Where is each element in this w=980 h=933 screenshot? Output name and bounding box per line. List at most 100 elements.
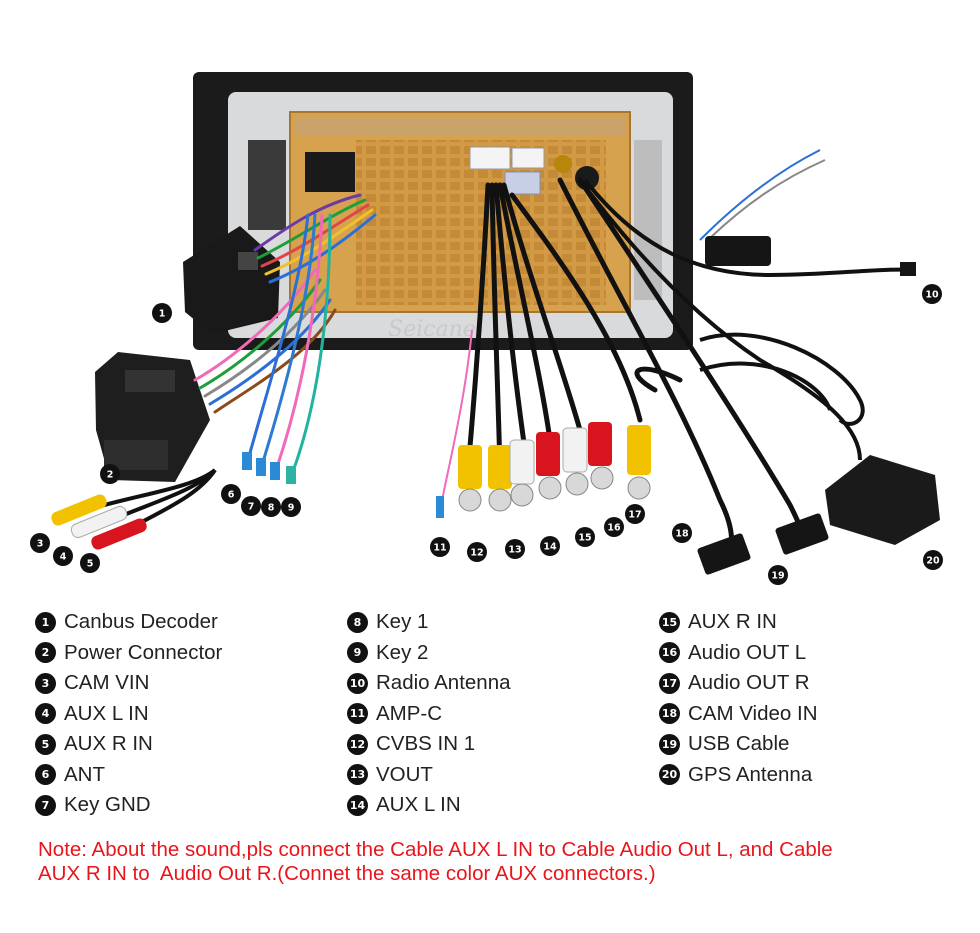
badge-11: 11 bbox=[430, 537, 450, 557]
badge-3: 3 bbox=[30, 533, 50, 553]
legend-label: CAM Video IN bbox=[688, 701, 818, 725]
legend-label: Audio OUT R bbox=[688, 671, 810, 695]
legend-label: Audio OUT L bbox=[688, 640, 807, 664]
legend-number: 4 bbox=[35, 703, 56, 725]
badge-2: 2 bbox=[100, 464, 120, 484]
legend-label: USB Cable bbox=[688, 732, 790, 756]
svg-text:20: 20 bbox=[926, 556, 940, 567]
badge-9: 9 bbox=[281, 497, 301, 517]
usb-cable bbox=[697, 513, 829, 575]
legend-label: AUX R IN bbox=[64, 732, 153, 756]
svg-text:1: 1 bbox=[159, 309, 166, 320]
badge-5: 5 bbox=[80, 553, 100, 573]
legend-item: 20 GPS Antenna bbox=[659, 760, 818, 791]
legend-number: 10 bbox=[347, 672, 368, 694]
svg-text:5: 5 bbox=[87, 559, 94, 570]
badge-20: 20 bbox=[923, 550, 943, 570]
svg-text:19: 19 bbox=[771, 571, 784, 582]
badge-4: 4 bbox=[53, 546, 73, 566]
legend-number: 15 bbox=[659, 611, 680, 633]
svg-text:7: 7 bbox=[248, 502, 255, 513]
badge-8: 8 bbox=[261, 497, 281, 517]
svg-text:16: 16 bbox=[607, 523, 621, 534]
legend-label: Radio Antenna bbox=[376, 671, 511, 695]
legend-number: 6 bbox=[35, 764, 56, 786]
legend-label: GPS Antenna bbox=[688, 762, 813, 786]
badge-19: 19 bbox=[768, 565, 788, 585]
canbus-decoder bbox=[183, 226, 280, 334]
legend-item: 18 CAM Video IN bbox=[659, 699, 818, 730]
legend-item: 17 Audio OUT R bbox=[659, 668, 818, 699]
badge-7: 7 bbox=[241, 496, 261, 516]
legend-item: 10 Radio Antenna bbox=[347, 668, 511, 699]
badge-13: 13 bbox=[505, 539, 525, 559]
legend-item: 9 Key 2 bbox=[347, 638, 511, 669]
rca-center bbox=[458, 422, 651, 512]
legend-number: 18 bbox=[659, 703, 680, 725]
legend-number: 3 bbox=[35, 672, 56, 694]
legend-label: AUX R IN bbox=[688, 610, 777, 634]
legend-item: 7 Key GND bbox=[35, 790, 222, 821]
svg-text:4: 4 bbox=[60, 552, 67, 563]
legend-number: 19 bbox=[659, 733, 680, 755]
badge-14: 14 bbox=[540, 536, 560, 556]
legend-label: ANT bbox=[64, 762, 105, 786]
badge-15: 15 bbox=[575, 527, 595, 547]
svg-text:10: 10 bbox=[925, 290, 939, 301]
badge-18: 18 bbox=[672, 523, 692, 543]
power-connector bbox=[95, 352, 210, 482]
legend-item: 8 Key 1 bbox=[347, 607, 511, 638]
svg-text:8: 8 bbox=[268, 503, 275, 514]
svg-text:11: 11 bbox=[433, 543, 446, 554]
legend-label: Key 2 bbox=[376, 640, 429, 664]
wiring-photo: Seicane bbox=[30, 72, 943, 585]
legend-number: 7 bbox=[35, 794, 56, 816]
badge-16: 16 bbox=[604, 517, 624, 537]
legend-number: 5 bbox=[35, 733, 56, 755]
legend-label: Key 1 bbox=[376, 610, 429, 634]
legend-label: AUX L IN bbox=[64, 701, 149, 725]
legend-label: Power Connector bbox=[64, 640, 223, 664]
legend-label: AUX L IN bbox=[376, 793, 461, 817]
legend-number: 1 bbox=[35, 611, 56, 633]
legend-label: AMP-C bbox=[376, 701, 443, 725]
legend-item: 6 ANT bbox=[35, 760, 222, 791]
badge-6: 6 bbox=[221, 484, 241, 504]
rca-left bbox=[51, 494, 147, 550]
legend-number: 14 bbox=[347, 794, 368, 816]
legend-number: 8 bbox=[347, 611, 368, 633]
badge-17: 17 bbox=[625, 504, 645, 524]
callout-badges: 1 2 3 4 5 6 7 8 9 10 11 12 13 14 15 16 1… bbox=[30, 284, 943, 585]
legend-item: 16 Audio OUT L bbox=[659, 638, 818, 669]
svg-text:9: 9 bbox=[288, 503, 295, 514]
svg-text:6: 6 bbox=[228, 490, 235, 501]
svg-text:18: 18 bbox=[675, 529, 689, 540]
legend-label: VOUT bbox=[376, 762, 433, 786]
legend-item: 14 AUX L IN bbox=[347, 790, 511, 821]
legend-number: 12 bbox=[347, 733, 368, 755]
legend-item: 15 AUX R IN bbox=[659, 607, 818, 638]
brand-watermark: Seicane bbox=[388, 317, 476, 342]
legend-column-3: 15 AUX R IN 16 Audio OUT L 17 Audio OUT R 1… bbox=[659, 607, 818, 790]
legend-number: 16 bbox=[659, 642, 680, 664]
note-line-2: AUX R IN to Audio Out R.(Connet the same… bbox=[38, 862, 656, 885]
legend-label: Key GND bbox=[64, 793, 151, 817]
legend-item: 4 AUX L IN bbox=[35, 699, 222, 730]
svg-text:15: 15 bbox=[578, 533, 591, 544]
legend-item: 5 AUX R IN bbox=[35, 729, 222, 760]
legend-number: 17 bbox=[659, 672, 680, 694]
badge-1: 1 bbox=[152, 303, 172, 323]
legend-number: 20 bbox=[659, 764, 680, 786]
sound-note: Note: About the sound,pls connect the Ca… bbox=[38, 838, 938, 886]
svg-text:13: 13 bbox=[508, 545, 521, 556]
svg-text:14: 14 bbox=[543, 542, 557, 553]
legend-number: 2 bbox=[35, 642, 56, 664]
legend-item: 19 USB Cable bbox=[659, 729, 818, 760]
legend-number: 9 bbox=[347, 642, 368, 664]
